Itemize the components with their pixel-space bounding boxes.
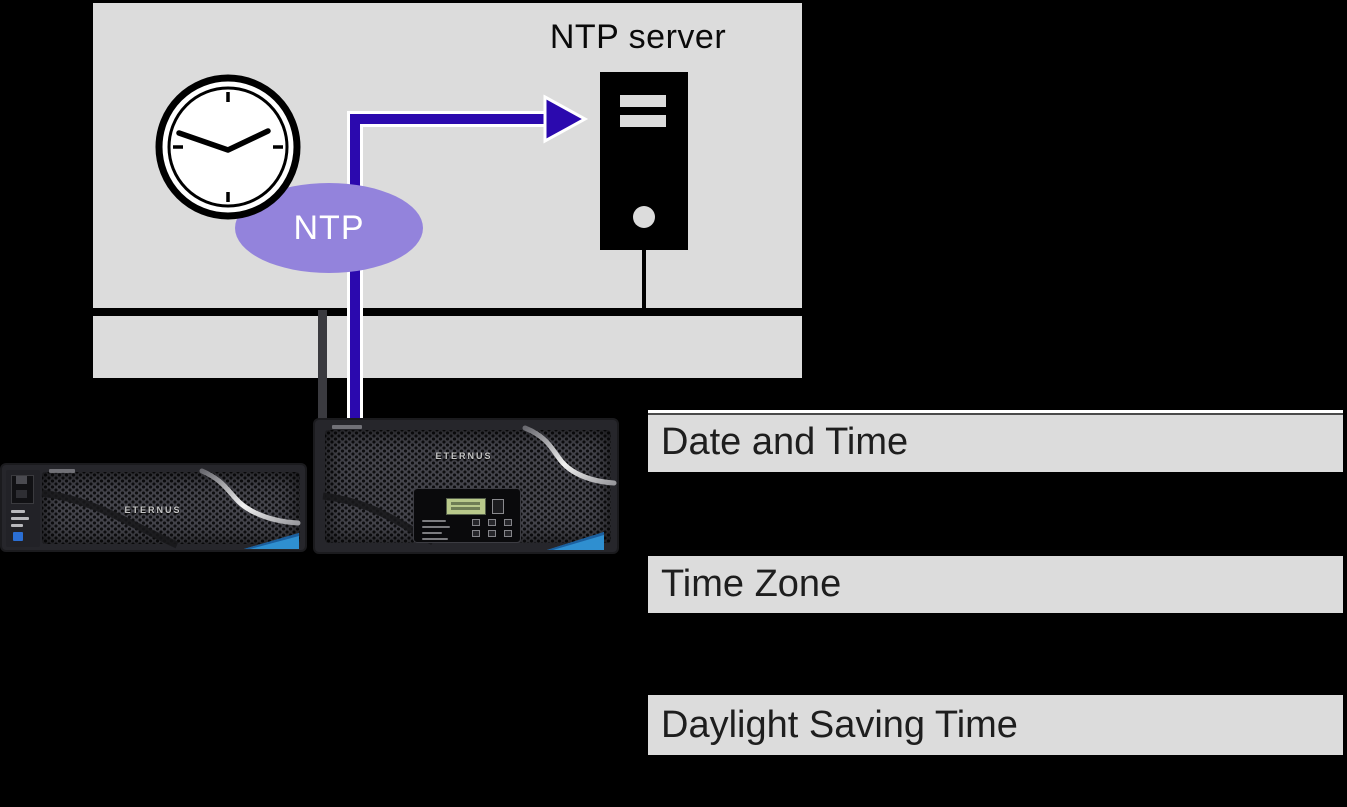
settings-item-label: Time Zone <box>661 563 842 605</box>
device-brand-label: ETERNUS <box>124 505 182 515</box>
lan-bus-line <box>93 308 802 316</box>
device-model-label <box>49 469 75 473</box>
storage-device-right: ETERNUS <box>313 418 619 554</box>
settings-item-label: Daylight Saving Time <box>661 703 1018 746</box>
storage-device-left: ETERNUS <box>0 463 307 552</box>
device-brand-label: ETERNUS <box>435 451 493 461</box>
tower-power-dot <box>633 206 655 228</box>
panel-button-grid <box>472 519 514 537</box>
panel-label <box>422 538 448 540</box>
device-led-module <box>11 475 34 504</box>
panel-label <box>422 520 446 522</box>
device-decor <box>41 468 301 549</box>
device-mesh-grille <box>42 472 300 544</box>
settings-item-time-zone: Time Zone <box>648 556 1343 613</box>
device-control-strip <box>6 470 40 547</box>
operation-panel <box>413 488 521 543</box>
panel-label <box>422 532 442 534</box>
tower-network-cable <box>642 250 646 310</box>
status-glyph <box>11 517 29 520</box>
status-glyph <box>11 524 23 527</box>
settings-item-label: Date and Time <box>661 421 909 463</box>
vendor-chip <box>13 532 23 541</box>
device-model-label <box>332 425 362 429</box>
tower-drive-slot <box>620 115 666 127</box>
lcd-display <box>446 498 486 515</box>
settings-item-date-and-time: Date and Time <box>648 410 1343 472</box>
ntp-protocol-label: NTP <box>293 208 365 247</box>
power-button <box>492 499 504 514</box>
device-decor <box>322 425 617 550</box>
device-lan-drop-line <box>318 310 327 420</box>
server-tower-icon <box>600 72 688 250</box>
power-glyph <box>11 510 25 513</box>
ntp-server-label: NTP server <box>549 18 727 56</box>
ntp-protocol-badge: NTP <box>235 183 423 273</box>
panel-label <box>422 526 450 528</box>
settings-item-daylight-saving-time: Daylight Saving Time <box>648 695 1343 755</box>
ntp-sync-arrow-icon <box>347 94 589 420</box>
clock-icon <box>155 74 301 220</box>
tower-drive-slot <box>620 95 666 107</box>
